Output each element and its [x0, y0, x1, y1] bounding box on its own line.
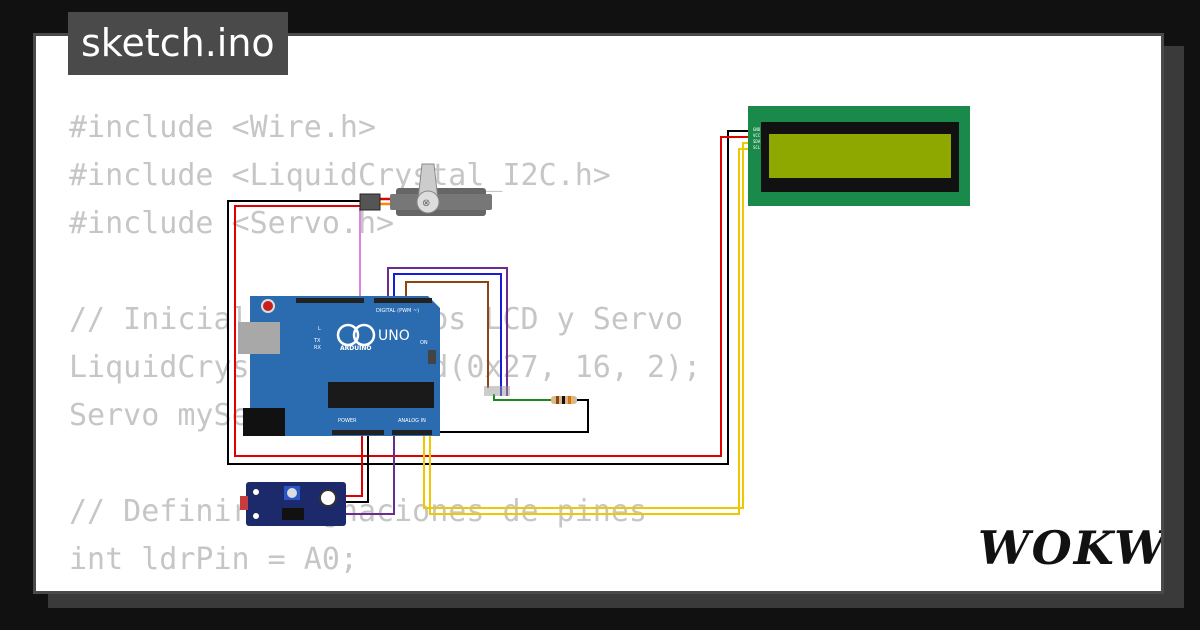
- lcd-pin-sda: SDA: [753, 139, 761, 144]
- resistor-band-3: [568, 396, 571, 404]
- servo-motor[interactable]: ⊗: [359, 163, 492, 216]
- led-pins: [484, 386, 510, 396]
- lcd-screen: [769, 134, 951, 178]
- arduino-logo-right: [352, 323, 376, 347]
- resistor-band-2: [562, 396, 565, 404]
- resistor-band-1: [556, 396, 559, 404]
- board-model-label: UNO: [378, 328, 410, 344]
- header-digital-low: [374, 298, 432, 303]
- led-group[interactable]: [484, 386, 510, 396]
- wire-brown-led: [405, 281, 489, 388]
- resistor[interactable]: [551, 396, 577, 404]
- lcd-display[interactable]: GND VCC SDA SCL: [748, 106, 970, 206]
- wires: [227, 130, 748, 515]
- wire-yellow-scl: [429, 148, 748, 515]
- reset-button[interactable]: [261, 299, 275, 313]
- wire-black-resistor: [436, 399, 589, 433]
- ldr-sensor-module[interactable]: [240, 482, 346, 526]
- header-power: [332, 430, 384, 435]
- sensor-mount-hole-1: [253, 489, 259, 495]
- digital-header-label: DIGITAL (PWM ~): [376, 308, 419, 314]
- sensor-ldr: [319, 489, 337, 507]
- file-tab[interactable]: sketch.ino: [68, 12, 288, 75]
- power-header-label: POWER: [338, 418, 357, 424]
- wire-red-vcc: [234, 136, 748, 457]
- power-jack: [243, 408, 285, 436]
- header-digital-high: [296, 298, 364, 303]
- arduino-uno-board[interactable]: UNO ARDUINO DIGITAL (PWM ~) POWER ANALOG…: [238, 296, 440, 436]
- board-maker-label: ARDUINO: [340, 345, 371, 352]
- code-line: #include <Wire.h>: [69, 110, 377, 145]
- arduino-logo-left: [336, 323, 360, 347]
- lcd-pin-vcc: VCC: [753, 133, 761, 138]
- code-line: int ldrPin = A0;: [69, 542, 358, 577]
- code-line: int ledPin1 = 3;: [69, 584, 701, 591]
- wire-purple-led: [387, 267, 508, 396]
- l-led-label: L: [318, 326, 321, 332]
- wire-black-gnd: [227, 130, 748, 465]
- preview-card[interactable]: #include <Wire.h>#include <LiquidCrystal…: [33, 33, 1164, 594]
- lcd-pin-scl: SCL: [753, 145, 761, 150]
- sensor-led: [240, 496, 248, 510]
- rx-led-label: RX: [314, 345, 321, 351]
- analog-header-label: ANALOG IN: [398, 418, 426, 424]
- tx-led-label: TX: [313, 338, 321, 344]
- usb-port: [238, 322, 280, 354]
- circuit-diagram[interactable]: GND VCC SDA SCL: [36, 36, 1164, 594]
- on-led-label: ON: [420, 340, 428, 346]
- atmega-chip: [328, 382, 434, 408]
- servo-screw-icon: ⊗: [422, 198, 430, 209]
- sensor-mount-hole-2: [253, 513, 259, 519]
- lcd-pin-gnd: GND: [753, 127, 761, 132]
- header-analog: [392, 430, 432, 435]
- wire-blue-led: [393, 273, 502, 396]
- code-line: // Definir asignaciones de pines: [69, 494, 647, 529]
- wokwi-logo[interactable]: WOKWi: [978, 521, 1164, 575]
- icsp-header: [428, 350, 436, 364]
- servo-flange: [390, 194, 492, 210]
- servo-hub: [416, 190, 440, 214]
- wire-yellow-sda: [423, 142, 748, 509]
- code-line: #include <Servo.h>: [69, 206, 395, 241]
- servo-connector: [359, 193, 381, 211]
- sensor-ic: [282, 508, 304, 520]
- lcd-pin-labels: GND VCC SDA SCL: [753, 127, 761, 150]
- sensor-pot-knob: [287, 488, 297, 498]
